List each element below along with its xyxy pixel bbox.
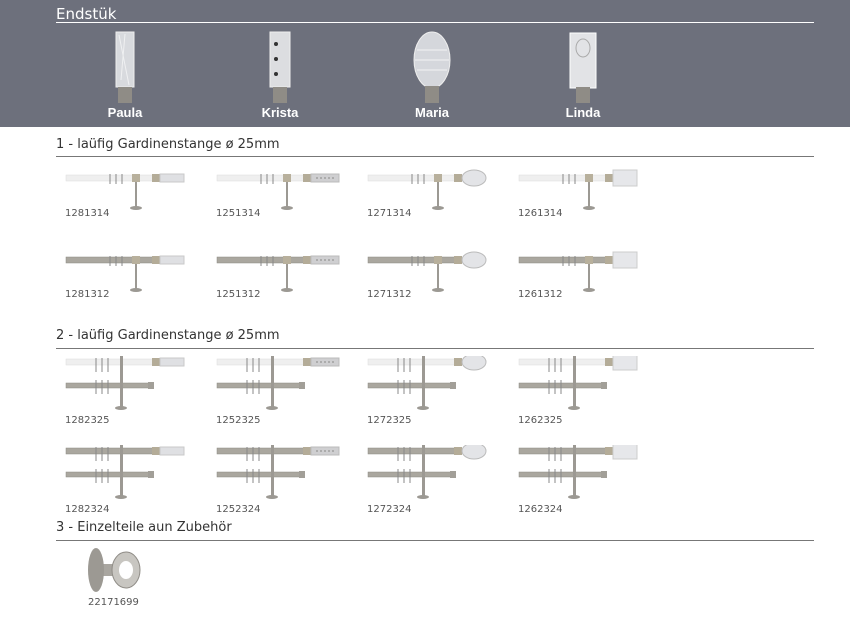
product-image-1282324[interactable]: [64, 445, 204, 520]
product-code: 1281312: [65, 289, 110, 300]
product-code: 1252325: [216, 415, 261, 426]
curtain-rod-maria-icon: [367, 356, 487, 410]
product-image-1252324[interactable]: [215, 445, 355, 520]
curtain-rod-maria-icon: [367, 251, 487, 292]
product-code: 1271312: [367, 289, 412, 300]
product-code: 1251314: [216, 208, 261, 219]
product-image-1272325[interactable]: [366, 356, 506, 431]
finial-label-krista: Krista: [261, 105, 299, 120]
section-title-single-rod: 1 - laüfig Gardinenstange ø 25mm: [56, 137, 280, 152]
finial-maria-image[interactable]: [402, 30, 462, 105]
divider: [56, 156, 814, 157]
curtain-rod-krista-icon: [216, 356, 340, 410]
curtain-rod-linda-icon: [518, 251, 638, 292]
curtain-rod-paula-icon: [65, 255, 185, 292]
product-image-1261314[interactable]: [517, 168, 657, 243]
product-image-1251314[interactable]: [215, 168, 355, 243]
finials-header-band: Endstük Paula Krista Maria Linda: [0, 0, 850, 127]
product-code: 1262324: [518, 504, 563, 515]
finial-label-maria: Maria: [415, 105, 449, 120]
curtain-rod-paula-icon: [65, 445, 185, 499]
product-image-1271312[interactable]: [366, 250, 506, 325]
product-code: 1271314: [367, 208, 412, 219]
product-image-1271314[interactable]: [366, 168, 506, 243]
finial-linda-image[interactable]: [553, 30, 613, 105]
curtain-rod-linda-icon: [518, 445, 638, 499]
product-code: 1261314: [518, 208, 563, 219]
product-code: 1272324: [367, 504, 412, 515]
product-image-1281314[interactable]: [64, 168, 204, 243]
product-code: 1261312: [518, 289, 563, 300]
divider: [56, 22, 814, 23]
finial-paula-image[interactable]: [95, 30, 155, 105]
product-image-1262325[interactable]: [517, 356, 657, 431]
curtain-rod-krista-icon: [216, 255, 340, 292]
product-code: 1272325: [367, 415, 412, 426]
divider: [56, 348, 814, 349]
product-code: 1281314: [65, 208, 110, 219]
section-title-accessories: 3 - Einzelteile aun Zubehör: [56, 520, 232, 535]
finial-krista-image[interactable]: [250, 30, 310, 105]
product-code: 1262325: [518, 415, 563, 426]
product-code: 1251312: [216, 289, 261, 300]
product-code: 22171699: [88, 597, 139, 608]
product-image-1252325[interactable]: [215, 356, 355, 431]
curtain-rod-linda-icon: [518, 169, 638, 210]
curtain-rod-maria-icon: [367, 445, 487, 499]
section-title-double-rod: 2 - laüfig Gardinenstange ø 25mm: [56, 328, 280, 343]
finial-label-paula: Paula: [107, 105, 143, 120]
finial-label-linda: Linda: [565, 105, 601, 120]
product-image-1281312[interactable]: [64, 250, 204, 325]
curtain-rod-krista-icon: [216, 445, 340, 499]
curtain-rod-paula-icon: [65, 173, 185, 210]
product-image-1262324[interactable]: [517, 445, 657, 520]
product-image-1261312[interactable]: [517, 250, 657, 325]
product-image-1282325[interactable]: [64, 356, 204, 431]
wall-bracket-image[interactable]: [84, 546, 144, 601]
product-image-1251312[interactable]: [215, 250, 355, 325]
curtain-rod-maria-icon: [367, 169, 487, 210]
section-title-endstuk: Endstük: [56, 5, 117, 23]
curtain-rod-linda-icon: [518, 356, 638, 410]
product-image-1272324[interactable]: [366, 445, 506, 520]
product-code: 1282324: [65, 504, 110, 515]
divider: [56, 540, 814, 541]
product-code: 1282325: [65, 415, 110, 426]
curtain-rod-krista-icon: [216, 173, 340, 210]
curtain-rod-paula-icon: [65, 356, 185, 410]
product-code: 1252324: [216, 504, 261, 515]
